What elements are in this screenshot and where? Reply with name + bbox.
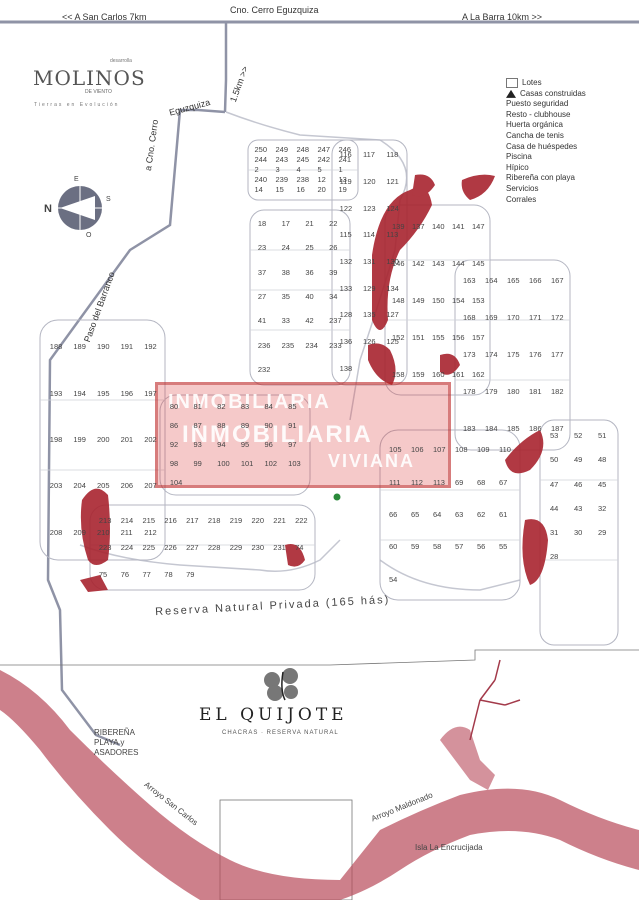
reserve-boundary xyxy=(0,649,639,666)
legend-item: Huerta orgánica xyxy=(506,120,563,130)
legend-item: Piscina xyxy=(506,152,532,162)
house-icon xyxy=(506,89,516,98)
legend-item: Lotes xyxy=(506,78,586,89)
legend-item: Hípico xyxy=(506,162,529,172)
inner-road xyxy=(379,559,521,591)
legend-item: Ribereña con playa xyxy=(506,173,575,183)
legend-item: Puesto seguridad xyxy=(506,99,569,109)
logo-desarrolla: desarrolla xyxy=(110,58,132,64)
arroyo-tributary xyxy=(469,659,521,741)
lot-icon xyxy=(506,78,518,89)
el-quijote-logo-mark xyxy=(264,668,298,701)
access-road xyxy=(223,22,228,113)
paso-del-barranco-road xyxy=(46,108,226,747)
molinos-logo: MOLINOS xyxy=(33,66,146,90)
watermark-text-3: VIVIANA xyxy=(328,451,416,471)
compass-e: E xyxy=(74,176,79,183)
road-label-cerro-eguzquiza: Cno. Cerro Eguzquiza xyxy=(230,5,319,15)
road-label-san-carlos: << A San Carlos 7km xyxy=(62,12,147,22)
arroyo-san-carlos xyxy=(0,670,639,900)
legend-item: Casas construidas xyxy=(506,89,586,100)
compass-s: S xyxy=(106,196,111,203)
compass-rose xyxy=(58,186,102,230)
arroyo-maldonado-branch xyxy=(440,726,495,790)
legend-item: Corrales xyxy=(506,194,537,204)
isla-label: Isla La Encrucijada xyxy=(415,843,483,852)
legend-item: Cancha de tenis xyxy=(506,130,564,140)
road-label-la-barra: A La Barra 10km >> xyxy=(462,12,543,22)
legend-item: Casa de huéspedes xyxy=(506,141,578,151)
watermark-text-2: INMOBILIARIA xyxy=(182,421,373,448)
lot-lines xyxy=(40,169,618,561)
map-legend: Lotes Casas construidas Puesto seguridad… xyxy=(506,78,586,205)
el-quijote-sub: CHACRAS · RESERVA NATURAL xyxy=(222,730,339,736)
watermark-text-1: INMOBILIARIA xyxy=(168,391,331,413)
compass-o: O xyxy=(86,232,92,239)
el-quijote-logo: EL QUIJOTE xyxy=(199,705,348,725)
molinos-tagline: Tierras en Evolución xyxy=(34,102,120,108)
molinos-logo-sub: DE VIENTO xyxy=(85,89,112,95)
compass-n: N xyxy=(44,203,52,215)
watermark-band: INMOBILIARIA INMOBILIARIA VIVIANA xyxy=(155,382,451,488)
legend-item: Resto - clubhouse xyxy=(506,109,571,119)
legend-item: Servicios xyxy=(506,183,539,193)
ribera-label: RIBEREÑA PLAYA y ASADORES xyxy=(94,728,139,757)
pool-marker xyxy=(333,493,341,501)
wetlands xyxy=(80,174,548,592)
parcel-outline xyxy=(219,799,353,900)
